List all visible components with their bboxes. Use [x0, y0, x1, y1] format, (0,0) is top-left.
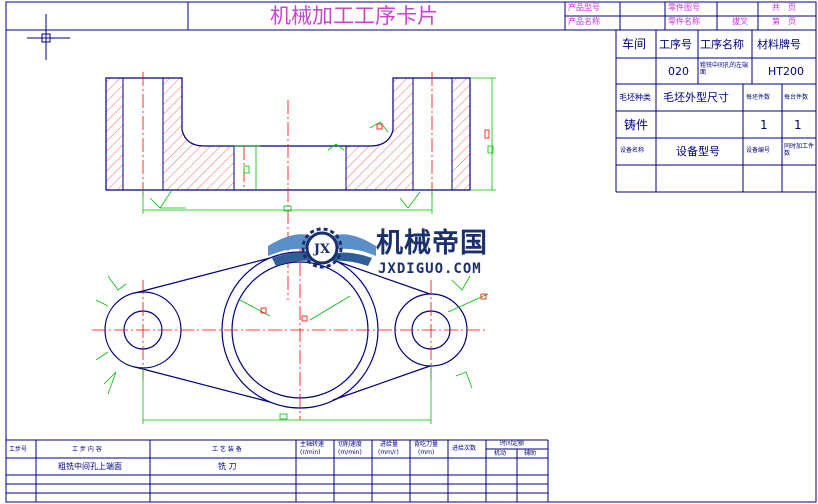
feed-label: 进给量: [380, 441, 399, 448]
op-no-label: 工序号: [659, 38, 692, 51]
front-section-view: [105, 72, 496, 300]
page-number-label: 第 页: [772, 17, 796, 26]
simul-parts-label: 同时加工件数: [784, 143, 815, 158]
page-title: 机械加工工序卡片: [270, 4, 438, 28]
blank-qty-value: 1: [760, 118, 768, 132]
time-label: 时间定额: [500, 440, 525, 447]
op-no-value: 020: [668, 65, 689, 78]
op-name-label: 工序名称: [700, 38, 744, 51]
top-view: [92, 240, 489, 424]
card-frame: [5, 1, 817, 503]
equipment-name-label: 设备名称: [620, 147, 645, 154]
spindle-label: 主轴转速: [300, 441, 325, 448]
cut-speed-unit: (m/min): [338, 449, 362, 456]
material-value: HT200: [768, 65, 804, 78]
blank-size-label: 毛坯外型尺寸: [663, 91, 729, 104]
blank-qty-label: 每坯件数: [746, 94, 771, 101]
equipment-model-label: 设备型号: [676, 145, 720, 158]
unit-qty-value: 1: [794, 118, 802, 132]
workshop-label: 车间: [622, 37, 647, 51]
machine-time-label: 机动: [494, 450, 507, 457]
blank-type-value: 铸件: [624, 118, 649, 132]
step-equipment-label: 工 艺 装 备: [212, 446, 242, 453]
steps-table: [6, 439, 549, 502]
blank-type-label: 毛坯种类: [619, 93, 651, 102]
product-name-label: 产品名称: [568, 17, 600, 26]
info-table: [615, 30, 816, 193]
watermark-url-text: JXDIGUO.COM: [378, 261, 482, 277]
spindle-unit: (r/min): [300, 449, 321, 456]
step-no-label: 工步号: [9, 446, 28, 453]
material-label: 材料牌号: [757, 38, 801, 51]
watermark-brand-text: 机械帝国: [376, 228, 488, 259]
step-row1-tool: 铣 刀: [218, 462, 237, 471]
unit-qty-label: 每台件数: [784, 94, 809, 101]
passes-label: 进给次数: [452, 445, 477, 452]
cut-speed-label: 切削速度: [338, 441, 363, 448]
equipment-no-label: 设备编号: [746, 147, 771, 154]
step-content-label: 工 步 内 容: [72, 446, 102, 453]
aux-time-label: 辅助: [524, 450, 537, 457]
part-name-value: 拔叉: [732, 17, 748, 26]
depth-label: 背吃刀量: [414, 441, 439, 448]
watermark-emblem-text: JX: [313, 242, 331, 257]
crosshair-cursor-icon: [27, 14, 70, 60]
part-name-label: 零件名称: [668, 17, 700, 26]
part-number-label: 零件图号: [668, 3, 700, 12]
feed-unit: (mm/r): [378, 449, 399, 456]
step-row1-content: 粗铣中间孔上端面: [58, 462, 122, 471]
op-name-value: 粗铣中间孔的左端面: [700, 62, 749, 77]
total-pages-label: 共 页: [772, 3, 796, 12]
depth-unit: (mm): [418, 449, 435, 456]
watermark-logo-emblem: JX: [268, 227, 376, 269]
product-model-label: 产品型号: [568, 3, 600, 12]
